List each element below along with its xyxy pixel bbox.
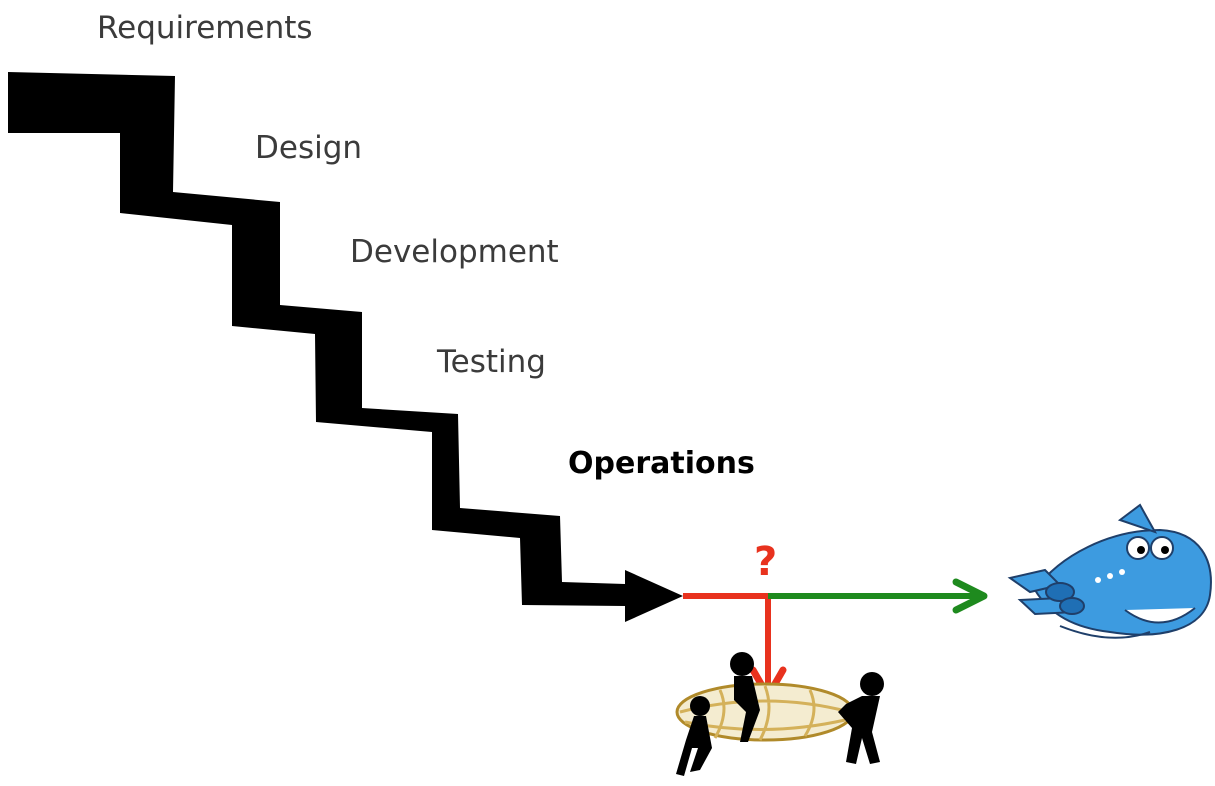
decision-question-mark: ? [754,539,777,585]
stage-label-requirements: Requirements [97,10,313,46]
waterfall-staircase [8,72,683,622]
success-arrowhead [952,578,988,614]
stage-label-development: Development [350,234,559,270]
stage-label-testing: Testing [436,344,546,380]
stage-label-design: Design [255,130,362,166]
stage-label-operations: Operations [568,446,755,481]
safety-net-rescue-icon [675,652,884,776]
smiling-airplane-icon [1007,503,1212,639]
